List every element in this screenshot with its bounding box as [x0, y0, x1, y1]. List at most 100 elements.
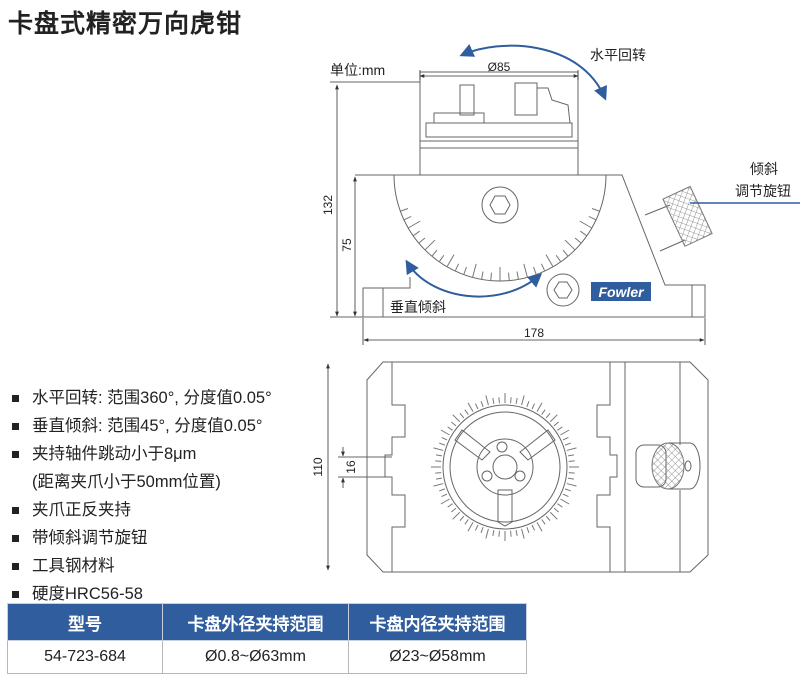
- dial-tick: [492, 397, 495, 405]
- dial-tick: [536, 402, 543, 412]
- dial-tick: [464, 519, 469, 525]
- dial-tick: [459, 413, 465, 419]
- dial-tick: [441, 436, 448, 441]
- scale-tick: [533, 266, 537, 275]
- dial-tick: [549, 414, 558, 423]
- header-inner-range: 卡盘内径夹持范围: [348, 603, 527, 641]
- feature-item: 水平回转: 范围360°, 分度值0.05°: [12, 384, 272, 412]
- dial-tick: [498, 397, 500, 404]
- dial-tick: [439, 488, 446, 492]
- fowler-logo: Fowler: [591, 282, 651, 301]
- dim-diameter: Ø85: [488, 60, 511, 74]
- dial-tick: [440, 429, 450, 436]
- feature-item-note: (距离夹爪小于50mm位置): [32, 473, 221, 491]
- chuck-icon: [449, 411, 561, 523]
- dial-tick: [510, 397, 512, 404]
- cell-model: 54-723-684: [7, 640, 163, 674]
- dial-tick: [564, 442, 571, 446]
- scale-tick: [562, 249, 569, 257]
- dial-tick: [467, 522, 474, 532]
- feature-list: 水平回转: 范围360°, 分度值0.05° 垂直倾斜: 范围45°, 分度值0…: [12, 384, 272, 608]
- dial-tick: [553, 507, 559, 513]
- vise-base-outline: [355, 174, 706, 318]
- scale-tick: [490, 272, 492, 281]
- dial-tick: [545, 413, 551, 419]
- table-row: 54-723-684 Ø0.8~Ø63mm Ø23~Ø58mm: [7, 640, 527, 674]
- knob-icon: [651, 442, 685, 490]
- dial-tick: [464, 409, 469, 415]
- dial-tick: [435, 477, 443, 480]
- scale-tick: [540, 263, 546, 272]
- spec-table: 型号 卡盘外径夹持范围 卡盘内径夹持范围 54-723-684 Ø0.8~Ø63…: [7, 603, 527, 674]
- cell-inner-range: Ø23~Ø58mm: [348, 640, 527, 674]
- tilt-knob-label-1: 倾斜: [750, 161, 778, 177]
- scale-tick: [418, 237, 426, 244]
- feature-item: 夹持轴件跳动小于8μm: [12, 440, 272, 468]
- dial-tick: [521, 395, 525, 406]
- dim-slot: 16: [344, 460, 358, 474]
- feature-item: 夹爪正反夹持: [12, 496, 272, 524]
- bullet-icon: [12, 563, 19, 570]
- dial-tick: [433, 447, 444, 451]
- scale-tick: [591, 208, 600, 212]
- scale-tick: [588, 215, 597, 221]
- vertical-tilt-arrow: [405, 259, 543, 298]
- dial-tick: [557, 426, 563, 431]
- dial-tick: [568, 460, 575, 462]
- hex-screw-icon: [481, 186, 519, 224]
- dial-tick: [562, 493, 569, 498]
- side-view: [355, 71, 713, 318]
- scale-tick: [481, 271, 484, 280]
- dial-tick: [447, 426, 453, 431]
- dial-tick: [492, 529, 495, 537]
- dial-tick: [441, 493, 448, 498]
- bullet-icon: [12, 451, 19, 458]
- dim-width: 110: [311, 457, 325, 476]
- dial-tick: [557, 503, 563, 508]
- scale-tick: [523, 263, 528, 278]
- tilt-knob-label-2: 调节旋钮: [735, 183, 791, 199]
- dial-tick: [433, 483, 444, 487]
- dial-tick: [560, 429, 570, 436]
- scale-tick: [407, 220, 421, 229]
- scale-tick: [508, 272, 510, 281]
- dial-tick: [480, 526, 484, 533]
- dial-tick: [526, 526, 530, 533]
- scale-tick: [438, 254, 445, 263]
- feature-item: 工具钢材料: [12, 552, 272, 580]
- dial-tick: [531, 524, 536, 531]
- dial-tick: [568, 472, 575, 474]
- dial-tick: [560, 498, 570, 505]
- dial-tick: [474, 524, 479, 531]
- page-title: 卡盘式精密万向虎钳: [8, 10, 243, 38]
- table-header-row: 型号 卡盘外径夹持范围 卡盘内径夹持范围: [7, 603, 527, 641]
- dial-tick: [566, 483, 577, 487]
- dial-tick: [531, 403, 536, 410]
- dial-tick: [521, 528, 525, 539]
- dim-base-height: 75: [340, 238, 354, 252]
- svg-text:Fowler: Fowler: [598, 284, 645, 300]
- dial-tick: [439, 442, 446, 446]
- dial-tick: [536, 522, 543, 532]
- dial-tick: [566, 447, 577, 451]
- scale-tick: [545, 254, 554, 268]
- dial-tick: [435, 460, 442, 462]
- dial-tick: [545, 515, 551, 521]
- dial-tick: [447, 503, 453, 508]
- scale-tick: [431, 249, 438, 257]
- dial-tick: [452, 511, 461, 520]
- dial-tick: [480, 401, 484, 408]
- scale-tick: [564, 239, 576, 251]
- feature-item: 硬度HRC56-58: [12, 580, 272, 608]
- top-view: [338, 361, 709, 573]
- dial-tick: [459, 515, 465, 521]
- scale-tick: [424, 239, 436, 251]
- scale-tick: [412, 230, 421, 237]
- bullet-icon: [12, 535, 19, 542]
- dial-tick: [549, 511, 558, 520]
- bullet-icon: [12, 591, 19, 598]
- dial-tick: [526, 401, 530, 408]
- header-outer-range: 卡盘外径夹持范围: [162, 603, 349, 641]
- tilt-protractor-scale: [393, 174, 607, 282]
